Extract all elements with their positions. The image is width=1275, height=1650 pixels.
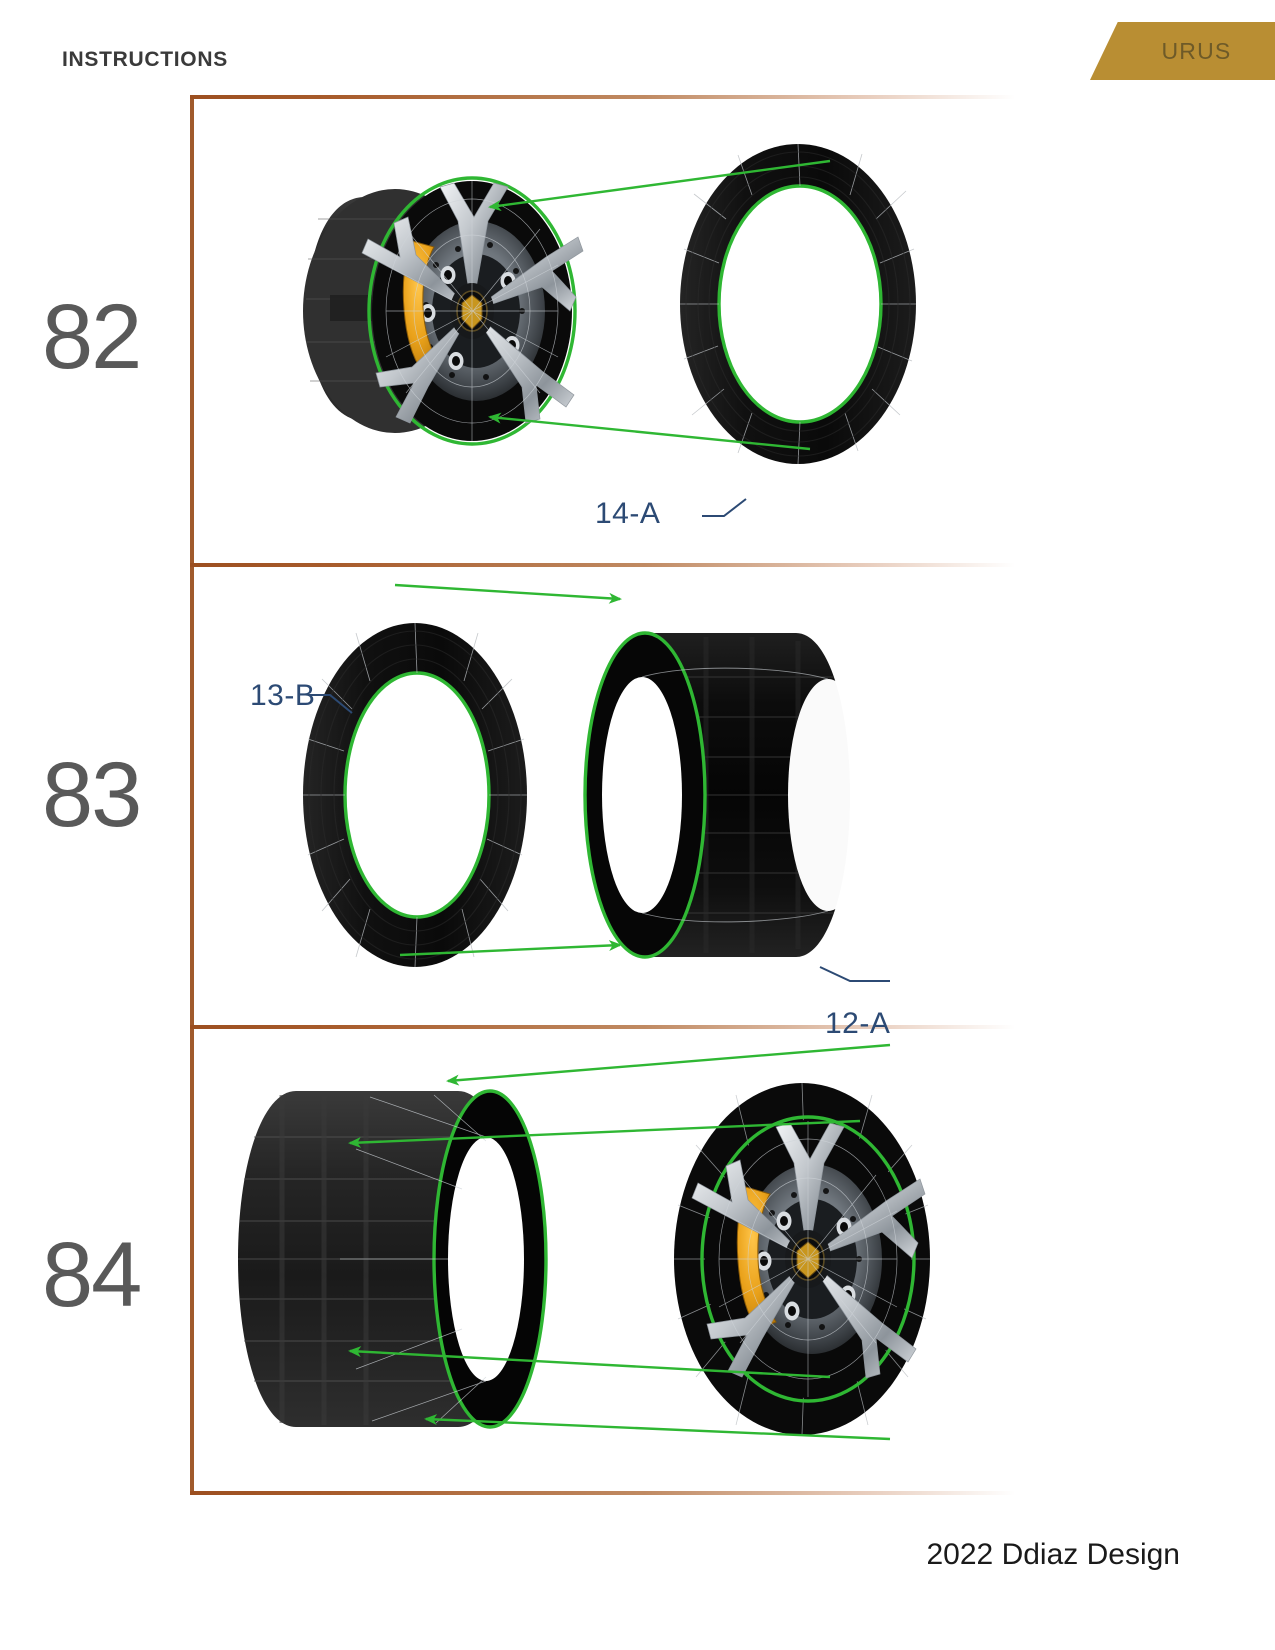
- selection-highlight-rim: [700, 1115, 916, 1403]
- instruction-frame: 82: [42, 95, 1015, 1495]
- tire-tread-barrel: [238, 1089, 548, 1429]
- model-tab-urus: URUS: [1090, 22, 1275, 80]
- divider-top: [190, 95, 1015, 99]
- wheel-rim-assembly: [674, 1082, 930, 1436]
- callout-leader-13b: [308, 694, 353, 714]
- footer-credit: 2022 Ddiaz Design: [926, 1538, 1181, 1571]
- tire-tread-barrel: [583, 631, 868, 959]
- step-84: 84: [42, 1029, 1015, 1491]
- step-number: 84: [42, 1224, 142, 1326]
- selection-highlight-ring: [343, 671, 491, 919]
- callout-13-B: 13-B: [250, 679, 316, 712]
- selection-highlight-rim: [367, 176, 577, 446]
- wheel-spokes: [361, 182, 584, 424]
- assembly-arrows: [394, 583, 622, 957]
- divider-mid-1: [190, 563, 1015, 567]
- frame-left-border: [190, 95, 194, 1495]
- wireframe-mesh: [385, 181, 559, 441]
- step-number: 83: [42, 744, 142, 846]
- step-number: 82: [42, 286, 142, 388]
- step-83-illustration: [190, 567, 1015, 1025]
- page-title: INSTRUCTIONS: [62, 48, 228, 71]
- step-84-illustration: [190, 1029, 1015, 1491]
- step-82: 82: [42, 99, 1015, 563]
- callout-14-A: 14-A: [595, 497, 661, 530]
- wireframe-mesh: [718, 1121, 898, 1397]
- tire-ring: [680, 143, 916, 465]
- assembly-arrows: [348, 1043, 891, 1441]
- assembly-arrows: [488, 159, 831, 451]
- divider-bottom: [190, 1491, 1015, 1495]
- wireframe-mesh: [340, 1094, 487, 1424]
- step-83: 83: [42, 567, 1015, 1040]
- wheel-rim-assembly: [303, 176, 584, 446]
- divider-mid-2: [190, 1025, 1015, 1029]
- callout-leader-14a: [702, 498, 747, 517]
- step-82-illustration: [190, 99, 1015, 563]
- callout-leader-12a: [819, 966, 890, 982]
- selection-highlight-ring: [717, 184, 883, 424]
- callout-12-A: 12-A: [825, 1007, 891, 1040]
- model-tab-label: URUS: [1161, 37, 1232, 64]
- tire-ring: [303, 622, 527, 968]
